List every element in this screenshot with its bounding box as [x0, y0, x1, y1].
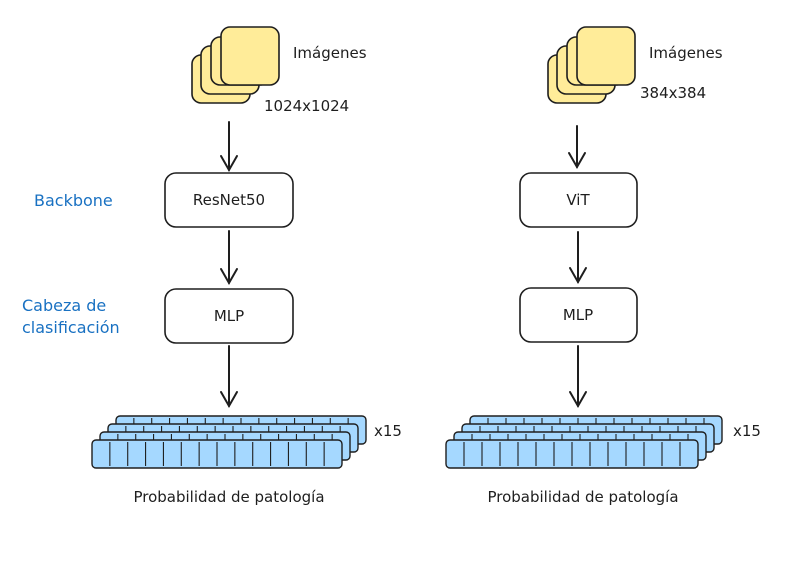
backbone-side-label: Backbone: [34, 191, 113, 210]
multiplier-label: x15: [374, 422, 402, 440]
images-label: Imágenes: [293, 44, 367, 62]
arrow-backbone-to-head: [569, 231, 587, 285]
backbone-label: ResNet50: [193, 191, 265, 209]
head-side-label-line1: Cabeza de: [22, 296, 106, 315]
pipeline-resnet: Imágenes 1024x1024 ResNet50 MLP: [91, 26, 402, 506]
backbone-box: ResNet50: [164, 172, 294, 228]
pipeline-vit: Imágenes 384x384 ViT MLP x15: [445, 26, 761, 506]
image-stack-icon: [547, 26, 636, 104]
backbone-label: ViT: [566, 191, 590, 209]
resolution-label: 384x384: [640, 84, 706, 102]
arrow-backbone-to-head: [220, 230, 238, 286]
arrow-images-to-backbone: [220, 121, 238, 173]
output-vector-stack-icon: [445, 415, 723, 469]
arrow-head-to-output: [569, 345, 587, 409]
multiplier-label: x15: [733, 422, 761, 440]
arrow-head-to-output: [220, 345, 238, 409]
head-box: MLP: [164, 288, 294, 344]
image-stack-icon: [191, 26, 280, 104]
output-label: Probabilidad de patología: [487, 488, 678, 506]
backbone-box: ViT: [519, 172, 638, 228]
head-box: MLP: [519, 287, 638, 343]
images-label: Imágenes: [649, 44, 723, 62]
resolution-label: 1024x1024: [264, 97, 349, 115]
head-label: MLP: [214, 307, 244, 325]
arrow-images-to-backbone: [568, 125, 586, 170]
head-label: MLP: [563, 306, 593, 324]
output-vector-stack-icon: [91, 415, 367, 469]
head-side-label-line2: clasificación: [22, 318, 120, 337]
output-label: Probabilidad de patología: [133, 488, 324, 506]
